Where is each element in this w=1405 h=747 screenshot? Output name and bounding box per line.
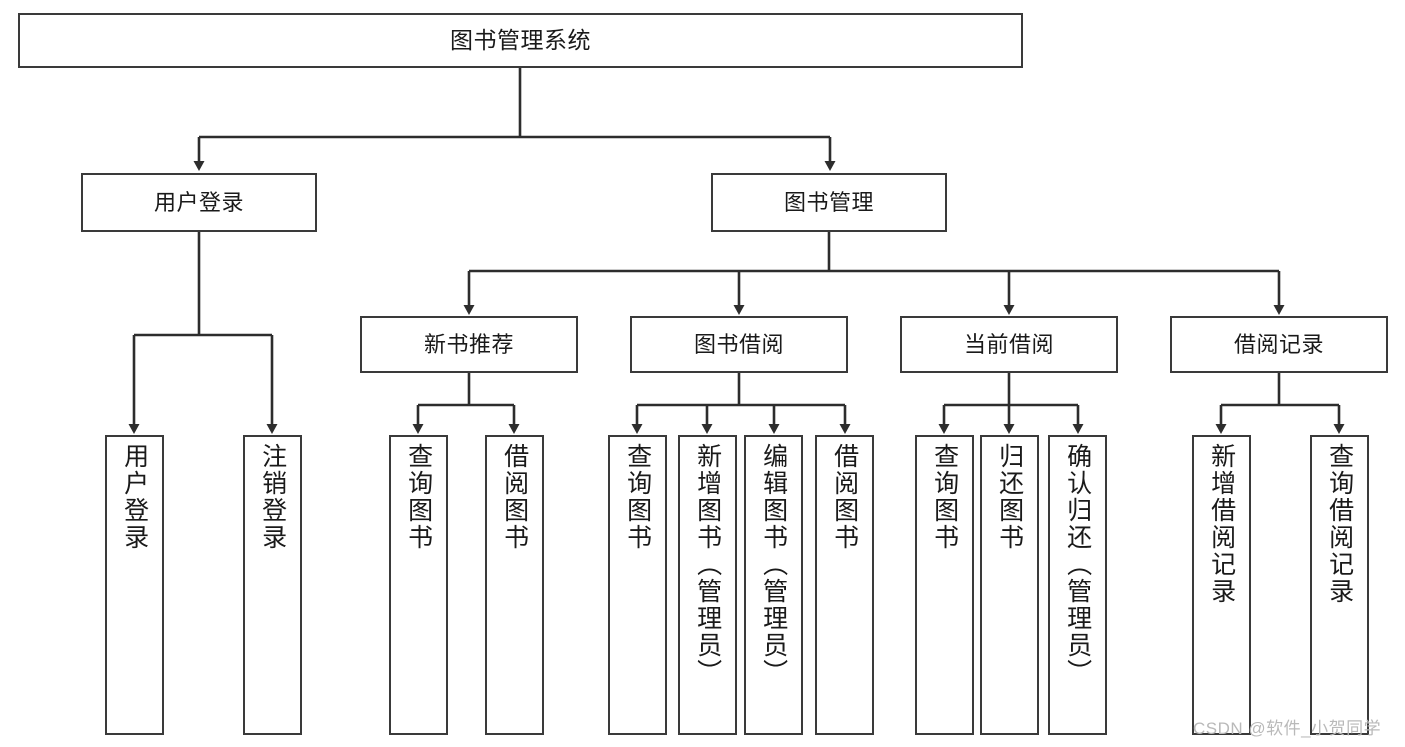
node-leaf-add-record[interactable]: 新增借阅记录 [1192, 435, 1251, 735]
node-leaf-confirm-return-label: 确认归还（管理员） [1063, 443, 1092, 686]
node-leaf-query-book-rec-label: 查询图书 [404, 443, 433, 551]
node-leaf-edit-book-label: 编辑图书（管理员） [759, 443, 788, 686]
node-leaf-add-record-label: 新增借阅记录 [1207, 443, 1236, 605]
node-leaf-borrow-book-bb[interactable]: 借阅图书 [815, 435, 874, 735]
node-leaf-logout[interactable]: 注销登录 [243, 435, 302, 735]
node-leaf-return-book[interactable]: 归还图书 [980, 435, 1039, 735]
node-current-borrow[interactable]: 当前借阅 [900, 316, 1118, 373]
node-leaf-add-book-label: 新增图书（管理员） [693, 443, 722, 686]
node-leaf-query-book-cb[interactable]: 查询图书 [915, 435, 974, 735]
node-leaf-query-book-bb-label: 查询图书 [623, 443, 652, 551]
node-leaf-return-book-label: 归还图书 [995, 443, 1024, 551]
node-book-management-label: 图书管理 [783, 189, 874, 215]
node-leaf-user-login[interactable]: 用户登录 [105, 435, 164, 735]
node-leaf-user-login-label: 用户登录 [120, 443, 149, 551]
node-new-book-recommend[interactable]: 新书推荐 [360, 316, 578, 373]
node-leaf-query-book-bb[interactable]: 查询图书 [608, 435, 667, 735]
node-borrow-records-label: 借阅记录 [1233, 331, 1324, 357]
watermark-text: CSDN @软件_小贺同学 [1193, 719, 1382, 738]
node-leaf-edit-book[interactable]: 编辑图书（管理员） [744, 435, 803, 735]
node-leaf-borrow-book-rec[interactable]: 借阅图书 [485, 435, 544, 735]
node-leaf-query-record[interactable]: 查询借阅记录 [1310, 435, 1369, 735]
node-leaf-query-book-cb-label: 查询图书 [930, 443, 959, 551]
node-user-login[interactable]: 用户登录 [81, 173, 317, 232]
node-leaf-confirm-return[interactable]: 确认归还（管理员） [1048, 435, 1107, 735]
node-book-borrow[interactable]: 图书借阅 [630, 316, 848, 373]
node-book-borrow-label: 图书借阅 [693, 331, 784, 357]
node-root[interactable]: 图书管理系统 [18, 13, 1023, 68]
node-leaf-borrow-book-bb-label: 借阅图书 [830, 443, 859, 551]
node-root-label: 图书管理系统 [450, 26, 591, 53]
node-new-book-recommend-label: 新书推荐 [423, 331, 514, 357]
node-current-borrow-label: 当前借阅 [963, 331, 1054, 357]
node-leaf-borrow-book-rec-label: 借阅图书 [500, 443, 529, 551]
node-leaf-query-book-rec[interactable]: 查询图书 [389, 435, 448, 735]
node-book-management[interactable]: 图书管理 [711, 173, 947, 232]
node-leaf-query-record-label: 查询借阅记录 [1325, 443, 1354, 605]
node-user-login-label: 用户登录 [153, 189, 244, 215]
node-leaf-logout-label: 注销登录 [258, 443, 287, 551]
node-borrow-records[interactable]: 借阅记录 [1170, 316, 1388, 373]
node-leaf-add-book[interactable]: 新增图书（管理员） [678, 435, 737, 735]
